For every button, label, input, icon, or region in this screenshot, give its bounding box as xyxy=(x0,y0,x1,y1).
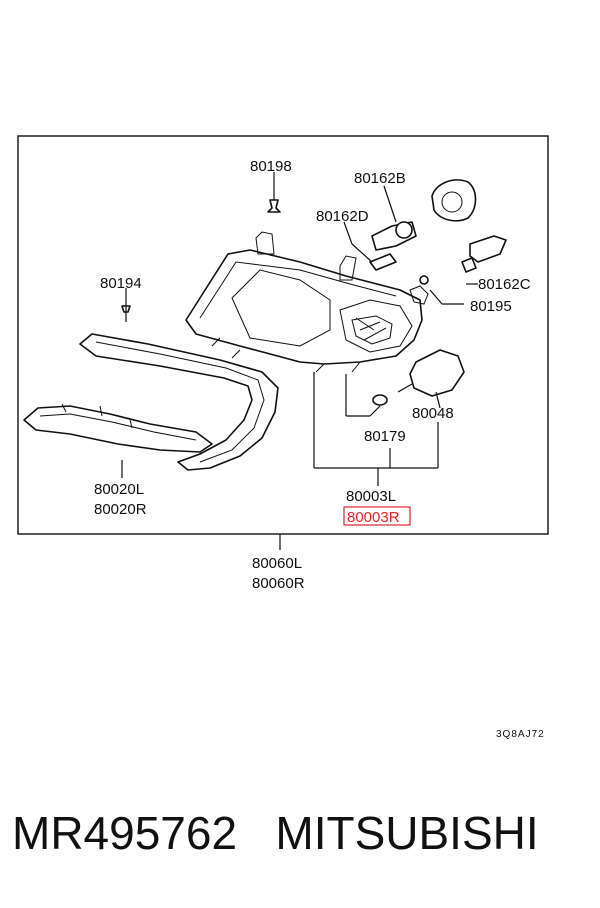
label-80060l: 80060L xyxy=(252,555,302,572)
bulb-illustrations xyxy=(369,179,507,285)
label-80020l: 80020L xyxy=(94,481,144,498)
label-80048: 80048 xyxy=(412,405,454,422)
brand-name: MITSUBISHI xyxy=(275,807,539,859)
label-80195: 80195 xyxy=(470,298,512,315)
label-80198: 80198 xyxy=(250,158,292,175)
part-number: MR495762 xyxy=(12,807,238,859)
label-80179: 80179 xyxy=(364,428,406,445)
label-80060r: 80060R xyxy=(252,575,305,592)
leader-lines xyxy=(121,172,478,550)
label-80020r: 80020R xyxy=(94,501,147,518)
label-80162d: 80162D xyxy=(316,208,369,225)
diagram-frame xyxy=(17,135,549,535)
label-80003r: 80003R xyxy=(347,509,400,526)
socket-illustration xyxy=(372,349,465,406)
drawing-code: 3Q8AJ72 xyxy=(496,729,545,740)
headlamp-illustration xyxy=(185,231,429,373)
label-80194: 80194 xyxy=(100,275,142,292)
trim-strip-illustration xyxy=(23,333,279,471)
label-80162b: 80162B xyxy=(354,170,406,187)
highlight-box xyxy=(343,506,411,526)
screw-icons xyxy=(121,186,281,322)
label-80162c: 80162C xyxy=(478,276,531,293)
footer-caption: MR495762 MITSUBISHI xyxy=(12,806,539,860)
label-80003l: 80003L xyxy=(346,488,396,505)
